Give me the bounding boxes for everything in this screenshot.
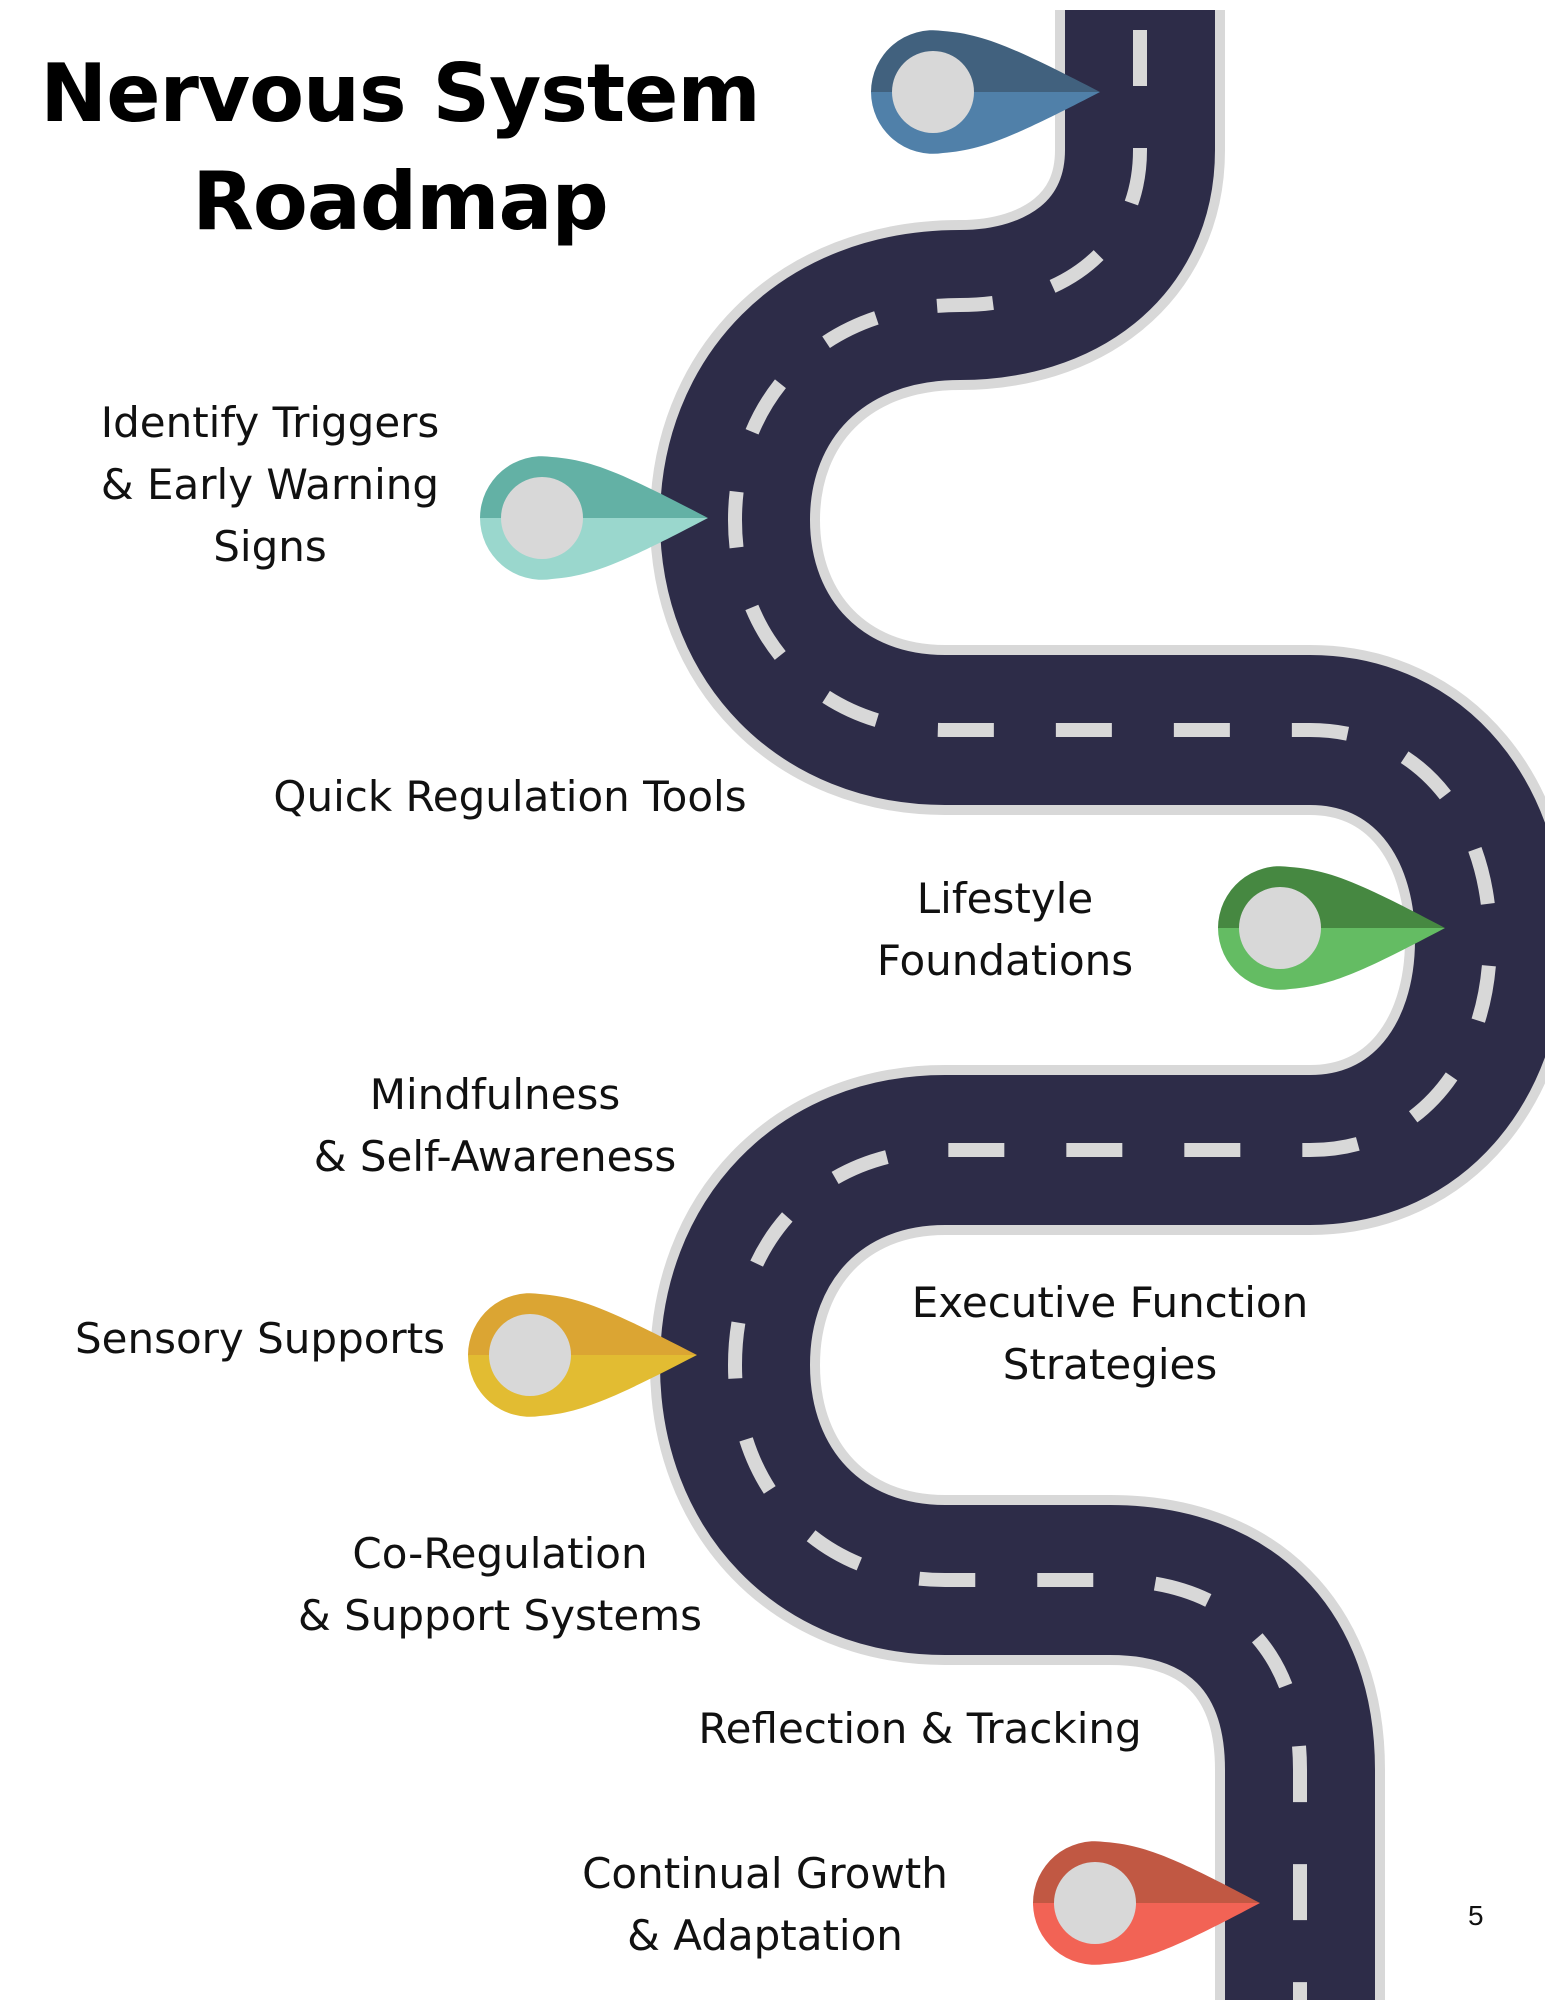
milestone-mindfulness-self-awareness: Mindfulness & Self-Awareness bbox=[313, 1070, 677, 1181]
title-line-2: Roadmap bbox=[192, 155, 608, 248]
milestone-executive-function-strategies: Executive Function Strategies bbox=[911, 1278, 1309, 1389]
map-pin-continual-growth bbox=[1033, 1841, 1260, 1965]
map-pin-identify-triggers bbox=[480, 456, 708, 580]
pin-center-dot bbox=[501, 477, 583, 559]
map-pin-sensory-supports bbox=[468, 1293, 697, 1417]
page-number: 5 bbox=[1468, 1900, 1484, 1931]
pin-center-dot bbox=[489, 1314, 571, 1396]
map-pins bbox=[468, 30, 1445, 1965]
milestone-sensory-supports: Sensory Supports bbox=[74, 1314, 446, 1363]
road bbox=[650, 10, 1545, 2000]
title-line-1: Nervous System bbox=[40, 47, 760, 140]
lane-markings bbox=[727, 30, 1498, 2000]
pin-center-dot bbox=[1054, 1862, 1136, 1944]
milestone-continual-growth-adaptation: Continual Growth & Adaptation bbox=[582, 1849, 948, 1960]
milestone-co-regulation-support-systems: Co-Regulation & Support Systems bbox=[298, 1529, 702, 1640]
pin-center-dot bbox=[892, 51, 974, 133]
pin-center-dot bbox=[1239, 887, 1321, 969]
map-pin-lifestyle-foundations bbox=[1218, 866, 1445, 990]
map-pin-start bbox=[871, 30, 1100, 154]
milestone-reflection-tracking: Reflection & Tracking bbox=[698, 1704, 1142, 1753]
milestone-lifestyle-foundations: Lifestyle Foundations bbox=[876, 874, 1134, 985]
milestone-identify-triggers: Identify Triggers & Early Warning Signs bbox=[100, 398, 440, 571]
page-title: Nervous System Roadmap bbox=[0, 40, 800, 256]
milestone-quick-regulation-tools: Quick Regulation Tools bbox=[273, 772, 747, 821]
